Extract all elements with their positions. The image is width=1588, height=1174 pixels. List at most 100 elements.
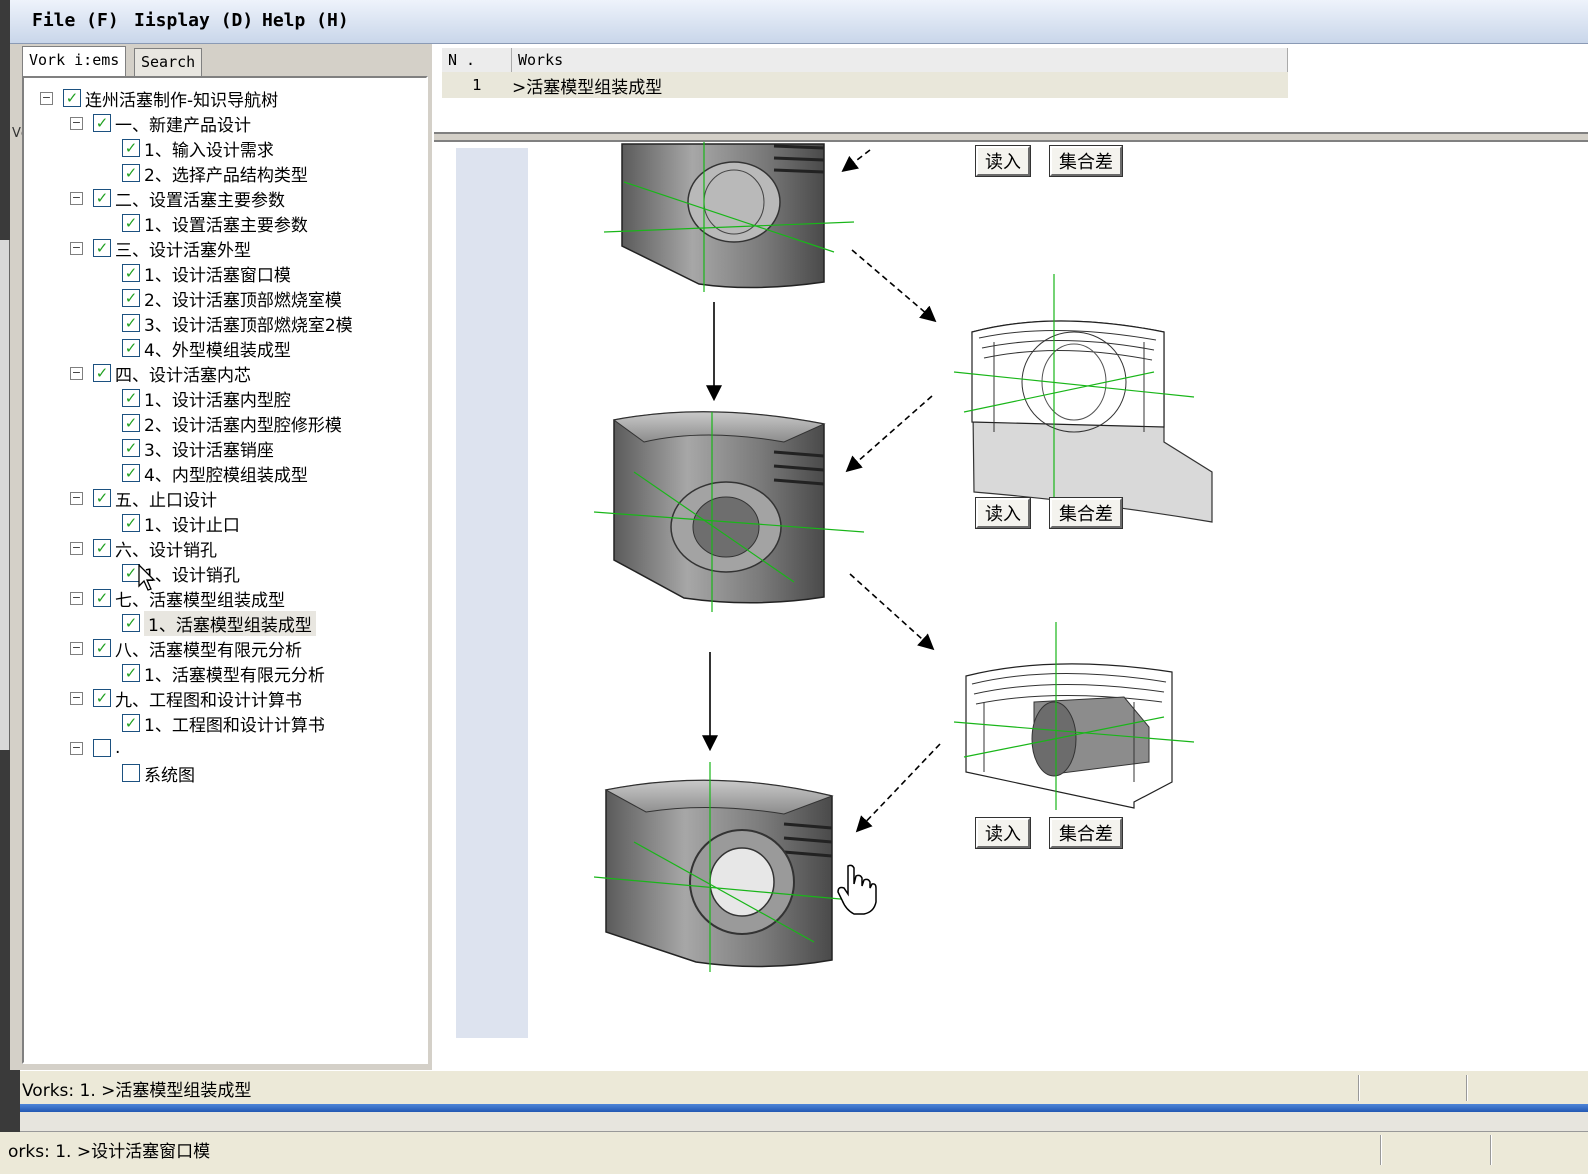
menu-file[interactable]: File (F) bbox=[32, 10, 119, 31]
status-text: orks: 1. >设计活塞窗口模 bbox=[8, 1142, 211, 1162]
checkbox-checked[interactable]: ✓ bbox=[93, 589, 111, 607]
collapse-icon[interactable]: − bbox=[70, 740, 83, 755]
checkbox-checked[interactable]: ✓ bbox=[122, 414, 140, 432]
tree-leaf[interactable]: ✓ 1、设置活塞主要参数 bbox=[122, 211, 308, 236]
tree-root[interactable]: − ✓ 连州活塞制作-知识导航树 bbox=[40, 86, 278, 111]
checkbox-checked[interactable]: ✓ bbox=[122, 314, 140, 332]
set-difference-button-3[interactable]: 集合差 bbox=[1050, 818, 1122, 848]
checkbox-checked[interactable]: ✓ bbox=[93, 689, 111, 707]
checkmark-icon: ✓ bbox=[124, 288, 138, 307]
column-header-works[interactable]: Works bbox=[512, 48, 1288, 72]
read-button-3[interactable]: 读入 bbox=[976, 818, 1030, 848]
tree-node[interactable]: − . bbox=[70, 736, 120, 760]
checkbox-checked[interactable]: ✓ bbox=[93, 114, 111, 132]
tree-leaf[interactable]: ✓ 1、输入设计需求 bbox=[122, 136, 274, 161]
set-difference-button-2[interactable]: 集合差 bbox=[1050, 498, 1122, 528]
collapse-icon[interactable]: − bbox=[70, 365, 83, 380]
checkbox-unchecked[interactable] bbox=[122, 764, 140, 782]
collapse-icon[interactable]: − bbox=[70, 490, 83, 505]
collapse-icon[interactable]: − bbox=[40, 90, 53, 105]
collapse-icon[interactable]: − bbox=[70, 190, 83, 205]
tab-work-items[interactable]: Vork i:ems bbox=[22, 46, 127, 76]
read-button-2[interactable]: 读入 bbox=[976, 498, 1030, 528]
tree-leaf[interactable]: ✓ 3、设计活塞顶部燃烧室2模 bbox=[122, 311, 353, 336]
tree-leaf[interactable]: ✓ 2、设计活塞顶部燃烧室模 bbox=[122, 286, 342, 311]
tree-node[interactable]: − ✓ 八、活塞模型有限元分析 bbox=[70, 636, 302, 661]
wireframe-model-2[interactable] bbox=[953, 622, 1195, 810]
collapse-icon[interactable]: − bbox=[70, 590, 83, 605]
tree-leaf[interactable]: ✓ 2、设计活塞内型腔修形模 bbox=[122, 411, 342, 436]
checkmark-icon: ✓ bbox=[124, 313, 138, 332]
tree-leaf[interactable]: ✓ 1、活塞模型有限元分析 bbox=[122, 661, 325, 686]
checkmark-icon: ✓ bbox=[124, 663, 138, 682]
checkmark-icon: ✓ bbox=[95, 188, 109, 207]
tree-leaf[interactable]: ✓ 1、设计活塞内型腔 bbox=[122, 386, 291, 411]
collapse-icon[interactable]: − bbox=[70, 540, 83, 555]
piston-model-3[interactable] bbox=[593, 762, 875, 972]
piston-model-1[interactable] bbox=[603, 142, 855, 292]
tree-node[interactable]: − ✓ 一、新建产品设计 bbox=[70, 111, 251, 136]
collapse-icon[interactable]: − bbox=[70, 115, 83, 130]
checkbox-checked[interactable]: ✓ bbox=[122, 464, 140, 482]
tree-leaf[interactable]: ✓ 2、选择产品结构类型 bbox=[122, 161, 308, 186]
tree-leaf[interactable]: 系统图 bbox=[122, 761, 195, 786]
collapse-icon[interactable]: − bbox=[70, 640, 83, 655]
checkbox-checked[interactable]: ✓ bbox=[122, 664, 140, 682]
left-pane: Vork i:ems Search Vc − ✓ 连州活塞制作-知识导航树 − … bbox=[10, 44, 430, 1070]
tree-node[interactable]: − ✓ 三、设计活塞外型 bbox=[70, 236, 251, 261]
set-difference-button-1[interactable]: 集合差 bbox=[1050, 146, 1122, 176]
menu-help[interactable]: Help (H) bbox=[262, 10, 349, 31]
checkbox-checked[interactable]: ✓ bbox=[122, 264, 140, 282]
collapse-icon[interactable]: − bbox=[70, 690, 83, 705]
tree-node[interactable]: − ✓ 六、设计销孔 bbox=[70, 536, 217, 561]
tree-leaf-label: 1、设计止口 bbox=[144, 515, 240, 536]
tree-node[interactable]: − ✓ 九、工程图和设计计算书 bbox=[70, 686, 302, 711]
checkmark-icon: ✓ bbox=[124, 463, 138, 482]
checkbox-checked[interactable]: ✓ bbox=[122, 614, 140, 632]
column-header-n[interactable]: N . bbox=[442, 48, 512, 72]
tree-leaf-label: 4、外型模组装成型 bbox=[144, 340, 291, 361]
checkbox-checked[interactable]: ✓ bbox=[122, 139, 140, 157]
checkbox-checked[interactable]: ✓ bbox=[63, 89, 81, 107]
checkbox-checked[interactable]: ✓ bbox=[93, 539, 111, 557]
table-row[interactable]: 1 >活塞模型组装成型 bbox=[442, 72, 1288, 98]
tree-leaf[interactable]: ✓ 3、设计活塞销座 bbox=[122, 436, 274, 461]
checkbox-checked[interactable]: ✓ bbox=[122, 289, 140, 307]
checkbox-checked[interactable]: ✓ bbox=[122, 514, 140, 532]
tree-leaf[interactable]: ✓ 4、内型腔模组装成型 bbox=[122, 461, 308, 486]
tree-node[interactable]: − ✓ 四、设计活塞内芯 bbox=[70, 361, 251, 386]
checkbox-checked[interactable]: ✓ bbox=[122, 339, 140, 357]
checkbox-checked[interactable]: ✓ bbox=[93, 239, 111, 257]
tree-leaf[interactable]: ✓ 1、设计活塞窗口模 bbox=[122, 261, 291, 286]
checkbox-checked[interactable]: ✓ bbox=[122, 714, 140, 732]
tree-leaf-selected[interactable]: ✓ 1、活塞模型组装成型 bbox=[122, 610, 316, 636]
tree-leaf-label: 2、设计活塞顶部燃烧室模 bbox=[144, 290, 342, 311]
tree-leaf-label: 2、设计活塞内型腔修形模 bbox=[144, 415, 342, 436]
tree-leaf[interactable]: ✓ 1、设计止口 bbox=[122, 511, 240, 536]
checkbox-checked[interactable]: ✓ bbox=[122, 214, 140, 232]
piston-model-2[interactable] bbox=[593, 411, 865, 612]
menu-display[interactable]: Iisplay (D) bbox=[134, 10, 254, 31]
status-separator bbox=[1466, 1075, 1468, 1101]
tree-leaf-label: 1、设计活塞窗口模 bbox=[144, 265, 291, 286]
checkbox-unchecked[interactable] bbox=[93, 739, 111, 757]
background-status-bar: orks: 1. >设计活塞窗口模 bbox=[0, 1132, 1588, 1174]
tree-node[interactable]: − ✓ 五、止口设计 bbox=[70, 486, 217, 511]
checkbox-checked[interactable]: ✓ bbox=[122, 389, 140, 407]
checkmark-icon: ✓ bbox=[124, 513, 138, 532]
read-button-1[interactable]: 读入 bbox=[976, 146, 1030, 176]
checkbox-checked[interactable]: ✓ bbox=[93, 489, 111, 507]
tree-node[interactable]: − ✓ 七、活塞模型组装成型 bbox=[70, 586, 285, 611]
checkbox-checked[interactable]: ✓ bbox=[122, 164, 140, 182]
checkbox-checked[interactable]: ✓ bbox=[93, 364, 111, 382]
checkbox-checked[interactable]: ✓ bbox=[122, 439, 140, 457]
checkbox-checked[interactable]: ✓ bbox=[93, 189, 111, 207]
tree-leaf[interactable]: ✓ 1、工程图和设计计算书 bbox=[122, 711, 325, 736]
tab-search[interactable]: Search bbox=[134, 48, 203, 76]
piston-workflow-diagram bbox=[593, 142, 1213, 972]
tree-leaf[interactable]: ✓ 4、外型模组装成型 bbox=[122, 336, 291, 361]
tree-node[interactable]: − ✓ 二、设置活塞主要参数 bbox=[70, 186, 285, 211]
collapse-icon[interactable]: − bbox=[70, 240, 83, 255]
checkbox-checked[interactable]: ✓ bbox=[93, 639, 111, 657]
wireframe-model-1[interactable] bbox=[953, 274, 1213, 523]
